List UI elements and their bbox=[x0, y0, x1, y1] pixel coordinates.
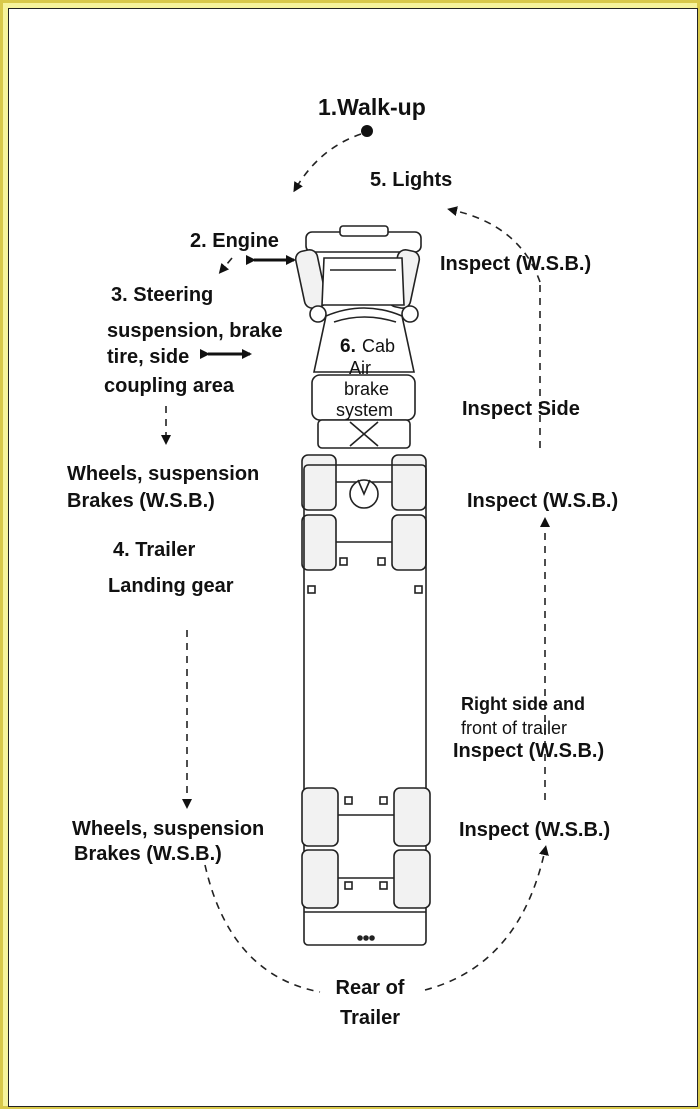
label-right-side-line1: Right side and bbox=[461, 694, 586, 714]
truck-outline bbox=[294, 225, 431, 946]
start-dot bbox=[361, 125, 373, 137]
label-inspect-mid: Inspect (W.S.B.) bbox=[467, 490, 619, 512]
label-steering: 3. Steering bbox=[111, 284, 214, 306]
label-landing-gear: Landing gear bbox=[108, 575, 234, 597]
label-right-side-line2: front of trailer bbox=[461, 718, 568, 738]
label-lights: 5. Lights bbox=[370, 169, 453, 191]
route-path bbox=[161, 133, 550, 993]
label-walkup: 1.Walk-up bbox=[318, 94, 426, 120]
label-wheels2-line2: Brakes (W.S.B.) bbox=[74, 843, 222, 865]
label-inspect-side: Inspect Side bbox=[462, 398, 580, 420]
label-inspect-bottom: Inspect (W.S.B.) bbox=[459, 819, 611, 841]
label-suspension-line1: suspension, brake bbox=[107, 320, 283, 342]
diagram-panel bbox=[8, 8, 698, 1107]
label-cab: Cab bbox=[362, 336, 396, 356]
label-cab-air: Air bbox=[349, 358, 371, 378]
label-suspension-line2: tire, side bbox=[107, 346, 190, 368]
label-wheels1-line2: Brakes (W.S.B.) bbox=[67, 490, 215, 512]
label-cab-number: 6. bbox=[340, 336, 356, 357]
label-wheels1-line1: Wheels, suspension bbox=[67, 463, 260, 485]
label-trailer: 4. Trailer bbox=[113, 539, 196, 561]
label-cab-system: system bbox=[336, 400, 394, 420]
label-cab-brake: brake bbox=[344, 379, 390, 399]
label-wheels2-line1: Wheels, suspension bbox=[72, 818, 265, 840]
label-inspect-top: Inspect (W.S.B.) bbox=[440, 253, 592, 275]
label-engine: 2. Engine bbox=[190, 230, 279, 252]
label-rear-line2: Trailer bbox=[339, 1007, 401, 1029]
label-suspension-line3: coupling area bbox=[104, 375, 235, 397]
label-inspect-lower: Inspect (W.S.B.) bbox=[453, 740, 605, 762]
label-rear-line1: Rear of bbox=[335, 977, 405, 999]
